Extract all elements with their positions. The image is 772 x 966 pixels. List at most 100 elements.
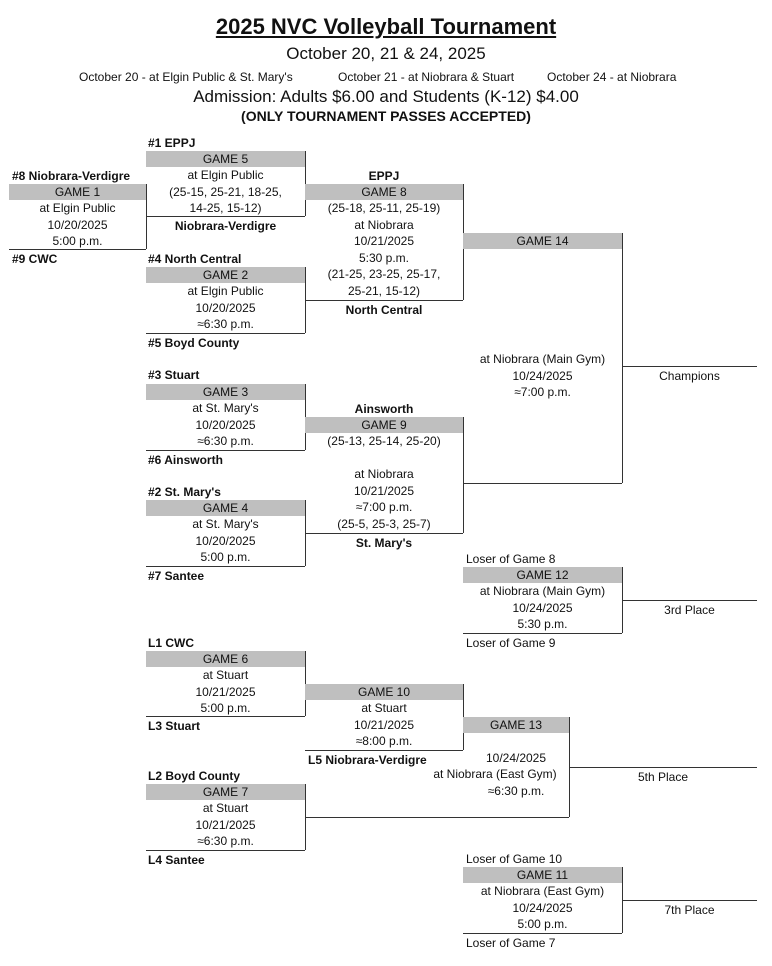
game-12-bottom-line (463, 633, 622, 634)
game-14-header: GAME 14 (463, 233, 622, 249)
game-2-venue: at Elgin Public (187, 284, 264, 298)
team-l3: L3 Stuart (148, 719, 201, 733)
team-seed-8: #8 Niobrara-Verdigre (12, 169, 131, 183)
game-7-header: GAME 7 (146, 784, 305, 800)
game-6-header: GAME 6 (146, 651, 305, 667)
game-6-venue: at Stuart (202, 668, 249, 682)
game-10-header: GAME 10 (305, 684, 463, 700)
game-5-header: GAME 5 (146, 151, 305, 167)
game-13-header: GAME 13 (463, 717, 569, 733)
game-6-right-line (305, 651, 306, 716)
game-8-venue: at Niobrara (354, 217, 414, 232)
team-seed-3: #3 Stuart (148, 368, 200, 382)
game-8-score-1: (25-18, 25-11, 25-19) (327, 201, 441, 215)
game-4-header: GAME 4 (146, 500, 305, 516)
game-8-header: GAME 8 (305, 184, 463, 200)
game-5-bottom-line (146, 216, 305, 217)
game-5-right-line (305, 151, 306, 216)
venue-oct21: October 21 - at Niobrara & Stuart (338, 70, 515, 84)
champions-line (622, 366, 757, 367)
game-14-details: at Niobrara (Main Gym) 10/24/2025 ≈7:00 … (463, 351, 622, 401)
team-l5: L5 Niobrara-Verdigre (308, 753, 427, 767)
third-place-label: 3rd Place (664, 603, 715, 617)
game-14-time: ≈7:00 p.m. (514, 385, 571, 399)
game-1-bottom-line (9, 249, 146, 250)
game-2-time: ≈6:30 p.m. (197, 317, 254, 331)
game-1-header: GAME 1 (9, 184, 146, 200)
team-seed-1: #1 EPPJ (148, 136, 196, 150)
game-11: GAME 11 at Niobrara (East Gym) 10/24/202… (463, 867, 622, 933)
game-14-right-line (622, 233, 623, 483)
game-2: GAME 2 at Elgin Public 10/20/2025 ≈6:30 … (146, 267, 305, 333)
game-8-top-team: EPPJ (368, 169, 400, 183)
game-1-venue: at Elgin Public (39, 201, 116, 215)
game-3: GAME 3 at St. Mary's 10/20/2025 ≈6:30 p.… (146, 384, 305, 450)
game-14-bottom-line (463, 483, 622, 484)
game-6-bottom-line (146, 716, 305, 717)
game-8-bottom-team: North Central (345, 303, 423, 317)
game-12-time: 5:30 p.m. (517, 617, 568, 631)
game-2-date: 10/20/2025 (195, 300, 256, 315)
game-10-venue: at Stuart (361, 701, 407, 715)
game-10-bottom-line (305, 750, 463, 751)
game-4: GAME 4 at St. Mary's 10/20/2025 5:00 p.m… (146, 500, 305, 566)
game-8-date: 10/21/2025 (353, 234, 415, 248)
game-9-score-1: (25-13, 25-14, 25-20) (327, 434, 441, 448)
game-5-winner: Niobrara-Verdigre (174, 219, 277, 233)
game-9: GAME 9 (25-13, 25-14, 25-20) at Niobrara… (305, 417, 463, 532)
game-7-date: 10/21/2025 (195, 817, 256, 832)
game-13-bottom-line (305, 817, 569, 818)
game-4-venue: at St. Mary's (192, 517, 259, 531)
game-5-venue: at Elgin Public (187, 168, 264, 182)
game-8-time: 5:30 p.m. (358, 250, 410, 265)
game-4-date: 10/20/2025 (195, 533, 256, 548)
team-seed-4: #4 North Central (148, 252, 242, 266)
game-9-right-line (463, 417, 464, 533)
game-10: GAME 10 at Stuart 10/21/2025 ≈8:00 p.m. (305, 684, 463, 750)
game-12-header: GAME 12 (463, 567, 622, 583)
game-3-date: 10/20/2025 (195, 417, 256, 432)
seventh-place-line (622, 900, 757, 901)
admission-info: Admission: Adults $6.00 and Students (K-… (193, 87, 579, 106)
game-7: GAME 7 at Stuart 10/21/2025 ≈6:30 p.m. (146, 784, 305, 850)
game-4-right-line (305, 500, 306, 566)
game-11-header: GAME 11 (463, 867, 622, 883)
game-7-venue: at Stuart (202, 801, 249, 815)
champions-label: Champions (659, 369, 720, 383)
game-10-time: ≈8:00 p.m. (355, 734, 413, 748)
game-9-bottom-line (305, 533, 463, 534)
game-1-time: 5:00 p.m. (52, 234, 103, 248)
game-3-time: ≈6:30 p.m. (197, 434, 254, 448)
game-4-time: 5:00 p.m. (200, 550, 251, 564)
game-11-time: 5:00 p.m. (517, 917, 568, 931)
fifth-place-label: 5th Place (637, 770, 689, 784)
game-1: GAME 1 at Elgin Public 10/20/2025 5:00 p… (9, 184, 146, 250)
game-8-score-2b: 25-21, 15-12) (347, 283, 421, 298)
game-8-bottom-line (305, 300, 463, 301)
game-14-date: 10/24/2025 (512, 368, 573, 383)
game-2-bottom-line (146, 333, 305, 334)
page-title: 2025 NVC Volleyball Tournament (215, 14, 557, 39)
game-4-bottom-line (146, 566, 305, 567)
game-9-venue: at Niobrara (354, 467, 414, 481)
game-12: GAME 12 at Niobrara (Main Gym) 10/24/202… (463, 567, 622, 633)
game-12-venue: at Niobrara (Main Gym) (479, 584, 606, 598)
game-11-venue: at Niobrara (East Gym) (480, 884, 605, 898)
game-12-date: 10/24/2025 (512, 600, 573, 615)
game-2-header: GAME 2 (146, 267, 305, 283)
game-1-date: 10/20/2025 (47, 217, 108, 232)
game-3-bottom-line (146, 450, 305, 451)
third-place-line (622, 600, 757, 601)
seventh-place-label: 7th Place (664, 903, 715, 917)
game-7-right-line (305, 784, 306, 850)
game-13-venue: at Niobrara (East Gym) (433, 767, 557, 781)
game-11-bottom-line (463, 933, 622, 934)
game-9-spacer (305, 450, 463, 467)
fifth-place-line (569, 767, 757, 768)
tournament-dates: October 20, 21 & 24, 2025 (286, 44, 486, 63)
game-11-bottom-team: Loser of Game 7 (466, 936, 556, 950)
game-9-top-team: Ainsworth (354, 402, 414, 416)
venue-oct20: October 20 - at Elgin Public & St. Mary'… (79, 70, 293, 84)
game-12-top-team: Loser of Game 8 (466, 552, 556, 566)
team-seed-9: #9 CWC (12, 252, 58, 266)
